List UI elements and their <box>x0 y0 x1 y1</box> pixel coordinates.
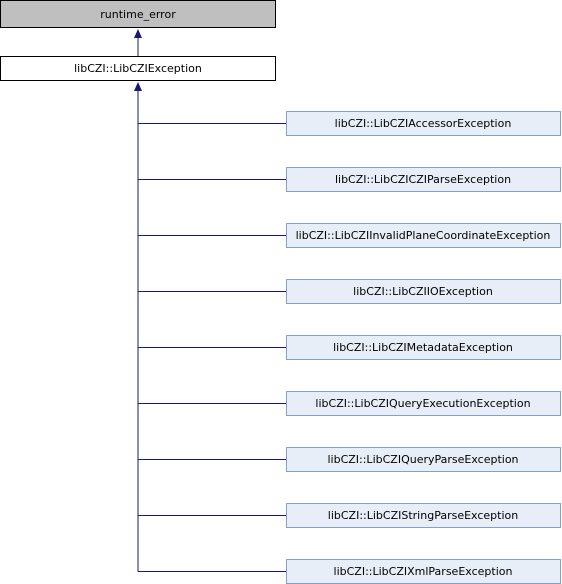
derived-class-label: libCZI::LibCZICZIParseException <box>335 173 511 186</box>
derived-class-label: libCZI::LibCZIStringParseException <box>328 509 518 522</box>
derived-class-label: libCZI::LibCZIAccessorException <box>335 117 512 130</box>
derived-class-label: libCZI::LibCZIQueryParseException <box>327 453 518 466</box>
derived-class-label: libCZI::LibCZIQueryExecutionException <box>315 397 530 410</box>
derived-class-node[interactable]: libCZI::LibCZICZIParseException <box>286 167 561 192</box>
derived-class-label: libCZI::LibCZIMetadataException <box>333 341 513 354</box>
derived-class-node[interactable]: libCZI::LibCZIAccessorException <box>286 111 561 136</box>
derived-class-node[interactable]: libCZI::LibCZIIOException <box>286 279 561 304</box>
derived-class-label: libCZI::LibCZIInvalidPlaneCoordinateExce… <box>296 229 551 242</box>
derived-class-node[interactable]: libCZI::LibCZIQueryExecutionException <box>286 391 561 416</box>
derived-class-node[interactable]: libCZI::LibCZIInvalidPlaneCoordinateExce… <box>286 223 561 248</box>
derived-class-node[interactable]: libCZI::LibCZIMetadataException <box>286 335 561 360</box>
derived-class-label: libCZI::LibCZIIOException <box>353 285 493 298</box>
derived-class-node[interactable]: libCZI::LibCZIXmlParseException <box>286 559 561 584</box>
class-node-runtime-error: runtime_error <box>0 0 276 28</box>
derived-class-node[interactable]: libCZI::LibCZIQueryParseException <box>286 447 561 472</box>
inheritance-edges <box>134 29 287 572</box>
derived-class-label: libCZI::LibCZIXmlParseException <box>334 565 513 578</box>
class-node-libczi-exception[interactable]: libCZI::LibCZIException <box>0 56 276 81</box>
class-node-libczi-exception-label: libCZI::LibCZIException <box>74 62 202 75</box>
derived-class-node[interactable]: libCZI::LibCZIStringParseException <box>286 503 561 528</box>
class-node-runtime-error-label: runtime_error <box>100 8 176 21</box>
